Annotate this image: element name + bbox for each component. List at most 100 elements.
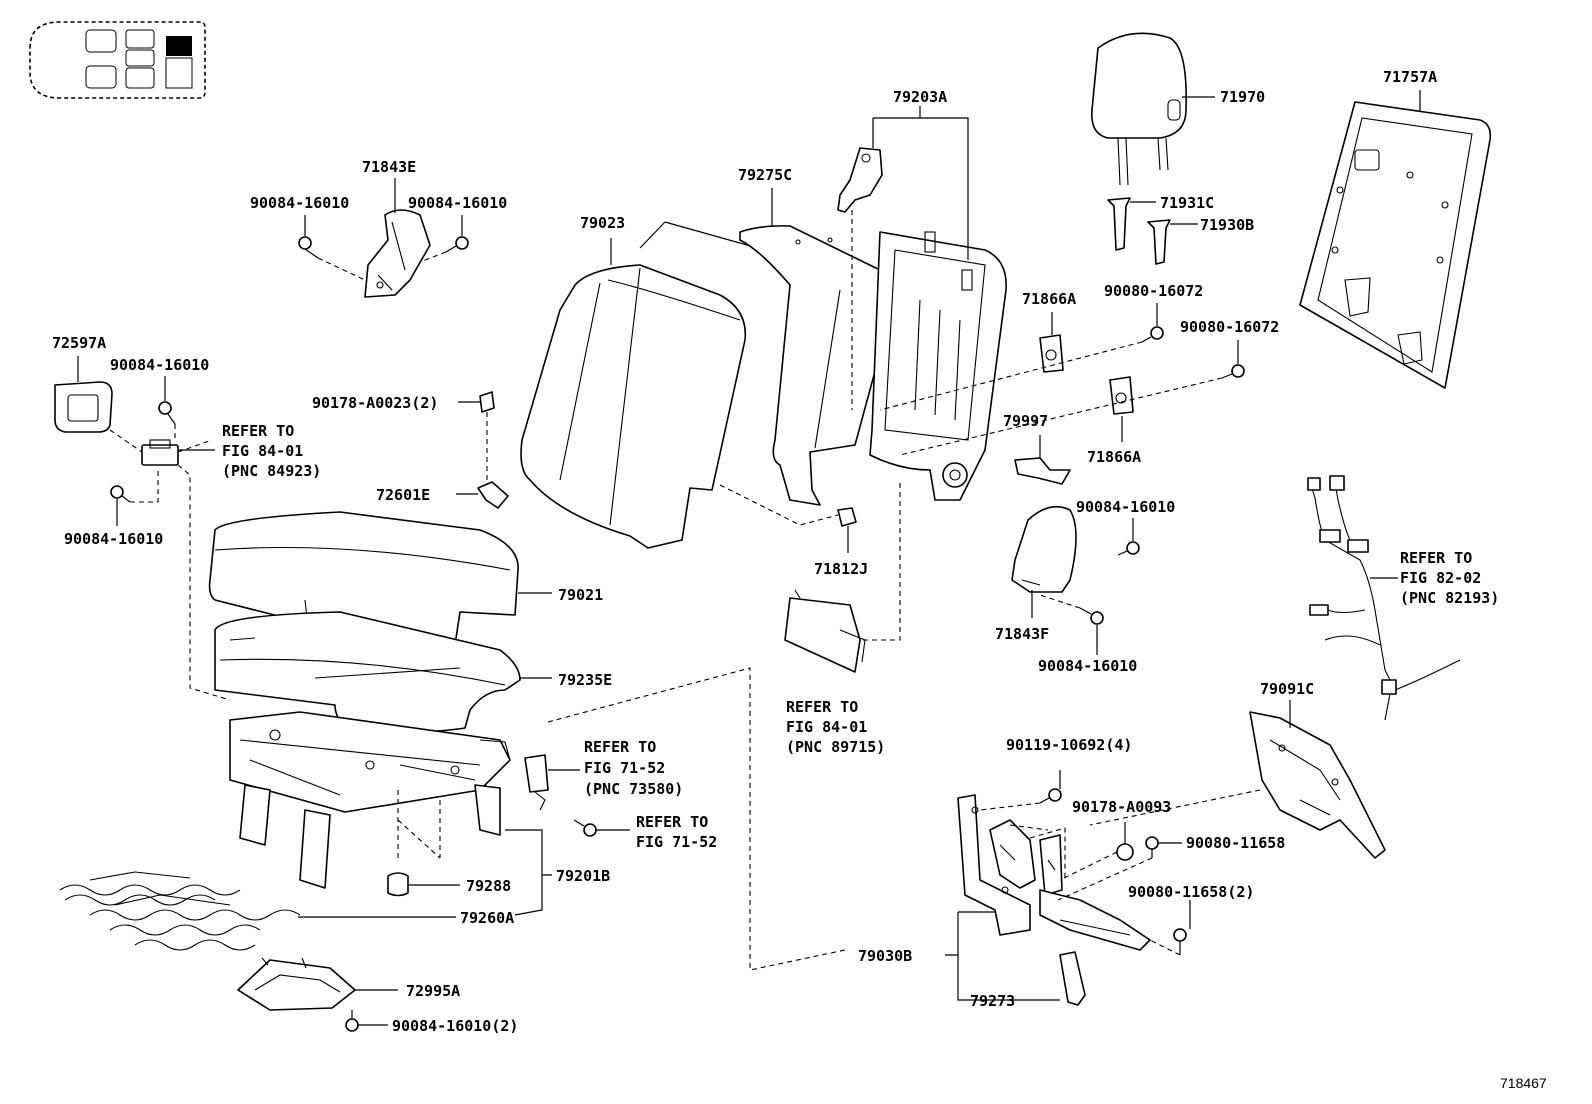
- part-79030B-bracket: [957, 794, 1151, 951]
- label-90084-16010-2: 90084-16010(2): [392, 1017, 518, 1035]
- part-71931C-guide: [1107, 197, 1131, 251]
- nut-90178-A0093: [1116, 843, 1134, 861]
- part-seat-belt-buckle-73580: [524, 754, 549, 811]
- label-79203A: 79203A: [893, 88, 947, 106]
- label-90084-16010: 90084-16010: [1076, 498, 1175, 516]
- label-90178-A0093: 90178-A0093: [1072, 798, 1171, 816]
- refer-line: FIG 71-52: [636, 833, 717, 851]
- label-90119-10692: 90119-10692(4): [1006, 736, 1132, 754]
- label-71757A: 71757A: [1383, 68, 1437, 86]
- label-90084-16010: 90084-16010: [408, 194, 507, 212]
- label-72597A: 72597A: [52, 334, 106, 352]
- bolt-90080-16072-a: [1141, 326, 1164, 343]
- refer-line: REFER TO: [636, 813, 708, 831]
- part-79091C-bracket: [1249, 711, 1386, 859]
- label-79021: 79021: [558, 586, 603, 604]
- nut-90178-A0023: [479, 391, 495, 413]
- label-71930B: 71930B: [1200, 216, 1254, 234]
- label-79997: 79997: [1003, 412, 1048, 430]
- label-79091C: 79091C: [1260, 680, 1314, 698]
- part-79203A-seatback-frame: [869, 231, 1007, 501]
- part-79273-bracket: [1059, 951, 1086, 1006]
- bolt-90119-10692: [1039, 788, 1062, 804]
- part-79288-bumper: [387, 872, 409, 897]
- part-72601E: [477, 481, 509, 509]
- label-72601E: 72601E: [376, 486, 430, 504]
- label-71970: 71970: [1220, 88, 1265, 106]
- label-71843E: 71843E: [362, 158, 416, 176]
- refer-note-89715: REFER TO FIG 84-01 (PNC 89715): [786, 698, 885, 756]
- label-90178-A0023: 90178-A0023(2): [312, 394, 438, 412]
- label-71812J: 71812J: [814, 560, 868, 578]
- refer-line: FIG 84-01: [222, 442, 303, 460]
- figure-number: 718467: [1500, 1075, 1547, 1091]
- part-79275C-seatback-cover: [739, 225, 895, 506]
- part-71757A-back-board: [1299, 101, 1492, 389]
- part-79203A-recliner: [837, 147, 883, 213]
- label-90080-11658-2: 90080-11658(2): [1128, 883, 1254, 901]
- bolt-90084-right-71843E: [445, 236, 469, 253]
- label-79030B: 79030B: [858, 947, 912, 965]
- label-90084-16010: 90084-16010: [110, 356, 209, 374]
- seat-locator-icon: [29, 21, 206, 99]
- part-switch-84923: [141, 439, 179, 466]
- part-wire-harness-82193: [1307, 475, 1461, 721]
- refer-note-84923: REFER TO FIG 84-01 (PNC 84923): [222, 422, 321, 480]
- bolt-90084-72597A-upper: [158, 401, 176, 425]
- bolt-90084-71843F-upper: [1117, 541, 1140, 556]
- refer-note-82193: REFER TO FIG 82-02 (PNC 82193): [1400, 549, 1499, 607]
- refer-line: FIG 71-52: [584, 759, 665, 777]
- refer-note-73580: REFER TO FIG 71-52 (PNC 73580): [584, 738, 683, 798]
- label-79023: 79023: [580, 214, 625, 232]
- label-79260A: 79260A: [460, 909, 514, 927]
- label-79273: 79273: [970, 992, 1015, 1010]
- refer-line: FIG 84-01: [786, 718, 867, 736]
- part-71970-headrest: [1091, 32, 1187, 186]
- refer-line: REFER TO: [222, 422, 294, 440]
- label-79235E: 79235E: [558, 671, 612, 689]
- label-90080-16072: 90080-16072: [1104, 282, 1203, 300]
- label-79275C: 79275C: [738, 166, 792, 184]
- label-71931C: 71931C: [1160, 194, 1214, 212]
- label-90084-16010: 90084-16010: [250, 194, 349, 212]
- label-79201B: 79201B: [556, 867, 610, 885]
- refer-line: REFER TO: [1400, 549, 1472, 567]
- label-72995A: 72995A: [406, 982, 460, 1000]
- part-71866A-clip-upper: [1039, 334, 1064, 373]
- label-79288: 79288: [466, 877, 511, 895]
- bolt-90080-11658-2: [1173, 928, 1187, 955]
- part-71930B-guide: [1147, 219, 1171, 265]
- part-79235E-cushion-pad: [214, 611, 521, 733]
- part-71843E: [364, 209, 431, 298]
- part-79023-seatback-pad: [520, 264, 747, 549]
- part-72995A-cover: [237, 957, 356, 1011]
- bolt-90084-left-71843E: [298, 236, 319, 259]
- part-71843F-cover: [1011, 505, 1077, 593]
- part-79260A-spring: [59, 871, 301, 951]
- bolt-71-52: [573, 819, 597, 837]
- label-90080-11658: 90080-11658: [1186, 834, 1285, 852]
- refer-line: REFER TO: [584, 738, 656, 756]
- refer-note-71-52: REFER TO FIG 71-52: [636, 813, 717, 851]
- bolt-90084-72995A: [345, 1010, 359, 1032]
- bolt-90080-11658: [1145, 836, 1159, 858]
- refer-line: (PNC 82193): [1400, 589, 1499, 607]
- label-90080-16072: 90080-16072: [1180, 318, 1279, 336]
- label-90084-16010: 90084-16010: [64, 530, 163, 548]
- part-71866A-clip-lower: [1109, 376, 1134, 415]
- label-71866A: 71866A: [1087, 448, 1141, 466]
- part-79997-clip: [1014, 457, 1071, 485]
- part-72597A-bezel: [54, 381, 113, 433]
- label-90084-16010: 90084-16010: [1038, 657, 1137, 675]
- part-seat-frame: [229, 711, 511, 889]
- refer-line: FIG 82-02: [1400, 569, 1481, 587]
- part-71812J-clip: [837, 507, 857, 527]
- bolt-90084-72597A-lower: [110, 485, 131, 503]
- bolt-90080-16072-b: [1221, 364, 1245, 379]
- label-71866A: 71866A: [1022, 290, 1076, 308]
- refer-line: REFER TO: [786, 698, 858, 716]
- refer-line: (PNC 89715): [786, 738, 885, 756]
- refer-line: (PNC 73580): [584, 780, 683, 798]
- callout-labels: 71843E 90084-16010 90084-16010 79023 792…: [52, 68, 1437, 1035]
